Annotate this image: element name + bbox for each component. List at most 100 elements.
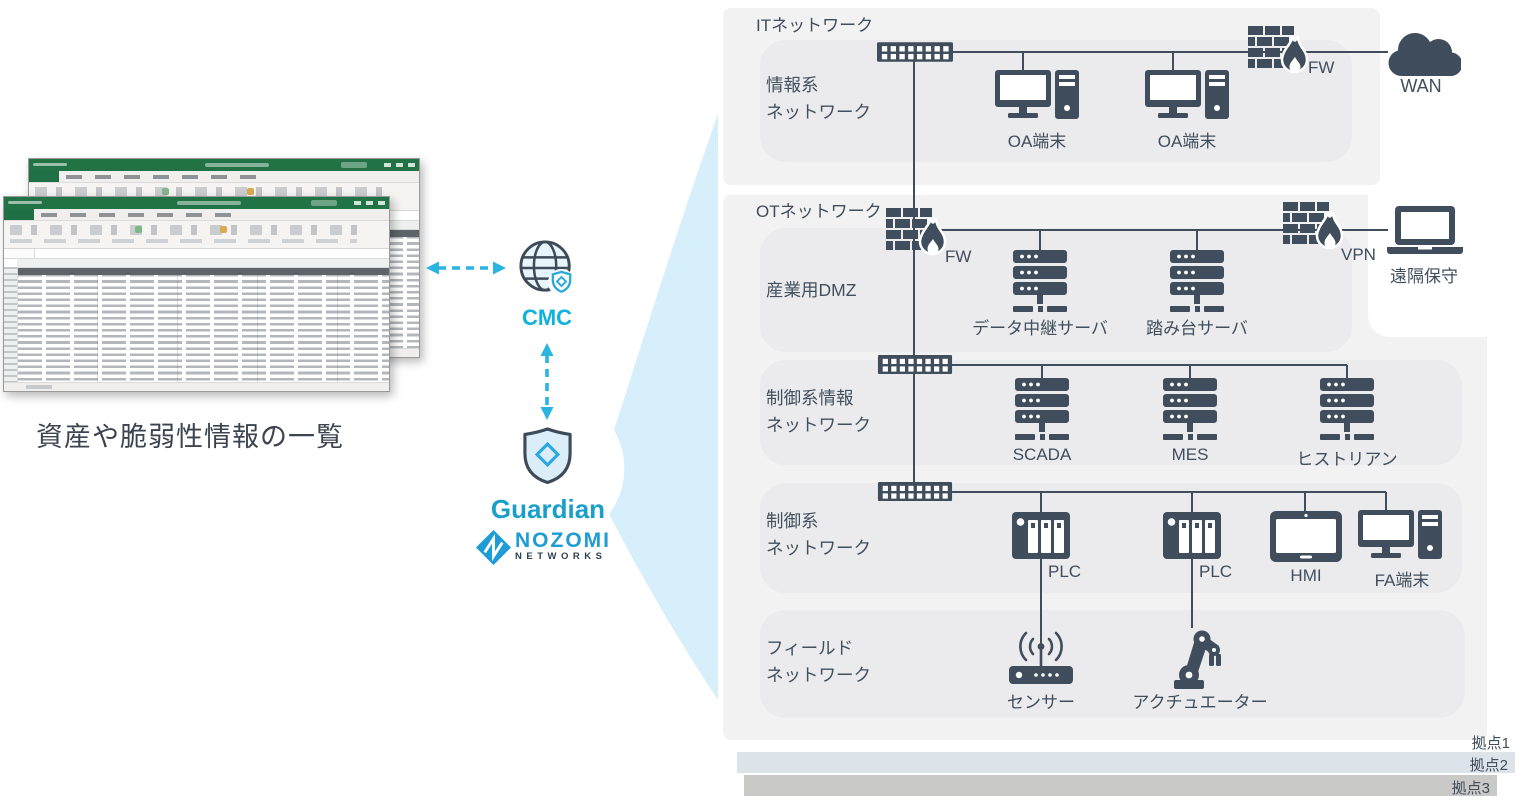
sign-in-badge bbox=[311, 200, 337, 206]
wan-label: WAN bbox=[1400, 76, 1442, 96]
maximize-icon bbox=[396, 163, 403, 167]
fw-ot-label: FW bbox=[945, 247, 972, 266]
it-network-title: ITネットワーク bbox=[756, 16, 874, 35]
column-headers bbox=[17, 259, 389, 268]
window-controls bbox=[354, 201, 385, 205]
wan-cloud-icon bbox=[1383, 26, 1461, 78]
plc1-label: PLC bbox=[1048, 562, 1082, 581]
sheet-tab bbox=[26, 385, 52, 389]
ribbon-color-accent bbox=[134, 226, 142, 233]
close-icon bbox=[408, 163, 415, 167]
switch-icon bbox=[877, 355, 953, 374]
info-network-label: 情報系ネットワーク bbox=[766, 75, 871, 122]
sensor-icon bbox=[1009, 626, 1073, 684]
field-network-row bbox=[760, 610, 1465, 718]
window-controls bbox=[384, 163, 415, 167]
scada-label: SCADA bbox=[1012, 445, 1072, 464]
plc-icon bbox=[1163, 512, 1221, 559]
fa-terminal-label: FA端末 bbox=[1374, 571, 1430, 590]
ribbon-color-accent bbox=[247, 188, 255, 195]
maximize-icon bbox=[366, 201, 373, 205]
name-box bbox=[4, 249, 35, 258]
ribbon-color-accent bbox=[161, 188, 169, 195]
quick-access-toolbar bbox=[33, 163, 67, 166]
close-icon bbox=[378, 201, 385, 205]
nozomi-networks-logo: NOZOMI NETWORKS bbox=[476, 530, 611, 565]
oa1-label: OA端末 bbox=[1007, 132, 1067, 151]
oa-pc-icon bbox=[995, 70, 1079, 122]
site2-page: 拠点2 bbox=[737, 752, 1515, 774]
guardian-shield-icon bbox=[521, 427, 574, 484]
ribbon bbox=[4, 221, 389, 249]
mes-label: MES bbox=[1171, 445, 1209, 464]
historian-label: ヒストリアン bbox=[1296, 450, 1398, 469]
excel-title-bar bbox=[29, 159, 419, 171]
dmz-label: 産業用DMZ bbox=[766, 280, 857, 300]
nozomi-wordmark: NOZOMI NETWORKS bbox=[515, 530, 611, 563]
brand-name: NOZOMI bbox=[515, 529, 611, 552]
file-tab bbox=[4, 209, 34, 220]
plc2-label: PLC bbox=[1199, 562, 1233, 581]
fa-pc-icon bbox=[1358, 510, 1442, 562]
brand-sub: NETWORKS bbox=[515, 551, 607, 562]
site1-label: 拠点1 bbox=[1471, 735, 1510, 752]
fw-it-label: FW bbox=[1308, 58, 1335, 77]
vpn-firewall-icon bbox=[1283, 202, 1343, 256]
server-stack-icon bbox=[1170, 250, 1224, 314]
minimize-icon bbox=[384, 163, 391, 167]
robot-arm-icon bbox=[1164, 620, 1226, 690]
site3-label: 拠点3 bbox=[1451, 780, 1490, 797]
vpn-label: VPN bbox=[1341, 245, 1376, 264]
cell-grid bbox=[18, 268, 389, 383]
cmc-globe-shield-icon bbox=[518, 239, 576, 297]
server-stack-icon bbox=[1013, 250, 1067, 314]
guardian-label: Guardian bbox=[490, 494, 606, 524]
excel-caption: 資産や脆弱性情報の一覧 bbox=[36, 422, 344, 452]
ribbon-icons bbox=[10, 225, 365, 235]
hmi-panel-icon bbox=[1270, 511, 1342, 562]
server-stack-icon bbox=[1163, 378, 1217, 442]
header-row-band bbox=[18, 268, 389, 275]
actuator-label: アクチュエーター bbox=[1132, 693, 1268, 712]
minimize-icon bbox=[354, 201, 361, 205]
plc-icon bbox=[1012, 512, 1070, 559]
control-network-label: 制御系ネットワーク bbox=[766, 511, 871, 558]
ribbon-tab-labels bbox=[41, 213, 242, 217]
ribbon-labels bbox=[10, 239, 357, 243]
control-info-network-label: 制御系情報ネットワーク bbox=[766, 388, 871, 435]
sign-in-badge bbox=[341, 162, 367, 168]
remote-laptop-icon bbox=[1387, 206, 1463, 256]
sheet-area bbox=[4, 259, 389, 391]
switch-icon bbox=[877, 482, 953, 501]
window-title-text bbox=[177, 201, 242, 205]
cmc-label: CMC bbox=[521, 305, 573, 330]
nozomi-mark-icon bbox=[476, 530, 511, 565]
ribbon-icons bbox=[35, 187, 394, 197]
ribbon-color-accent bbox=[219, 226, 227, 233]
sheet-tab-bar bbox=[4, 382, 389, 391]
quick-access-toolbar bbox=[8, 201, 42, 204]
control-network-row bbox=[760, 483, 1462, 593]
bastion-server-label: 踏み台サーバ bbox=[1146, 319, 1248, 338]
ribbon-tabs bbox=[29, 171, 419, 183]
window-title-text bbox=[204, 163, 269, 167]
switch-icon bbox=[877, 42, 953, 62]
file-tab bbox=[29, 171, 59, 182]
relay-server-label: データ中継サーバ bbox=[972, 319, 1108, 338]
hmi-label: HMI bbox=[1290, 566, 1322, 585]
field-network-label: フィールドネットワーク bbox=[766, 638, 871, 685]
site3-page: 拠点3 bbox=[744, 775, 1497, 797]
ribbon-tab-labels bbox=[66, 175, 269, 179]
firewall-icon bbox=[886, 208, 946, 262]
remote-maintenance-label: 遠隔保守 bbox=[1390, 267, 1458, 286]
ribbon-tabs bbox=[4, 209, 389, 221]
row-numbers bbox=[4, 267, 18, 383]
ot-network-title: OTネットワーク bbox=[756, 202, 882, 221]
oa2-label: OA端末 bbox=[1157, 132, 1217, 151]
oa-pc-icon bbox=[1145, 70, 1229, 122]
sensor-label: センサー bbox=[1007, 693, 1075, 712]
firewall-icon bbox=[1248, 26, 1308, 80]
formula-bar bbox=[4, 249, 389, 259]
excel-title-bar bbox=[4, 197, 389, 209]
